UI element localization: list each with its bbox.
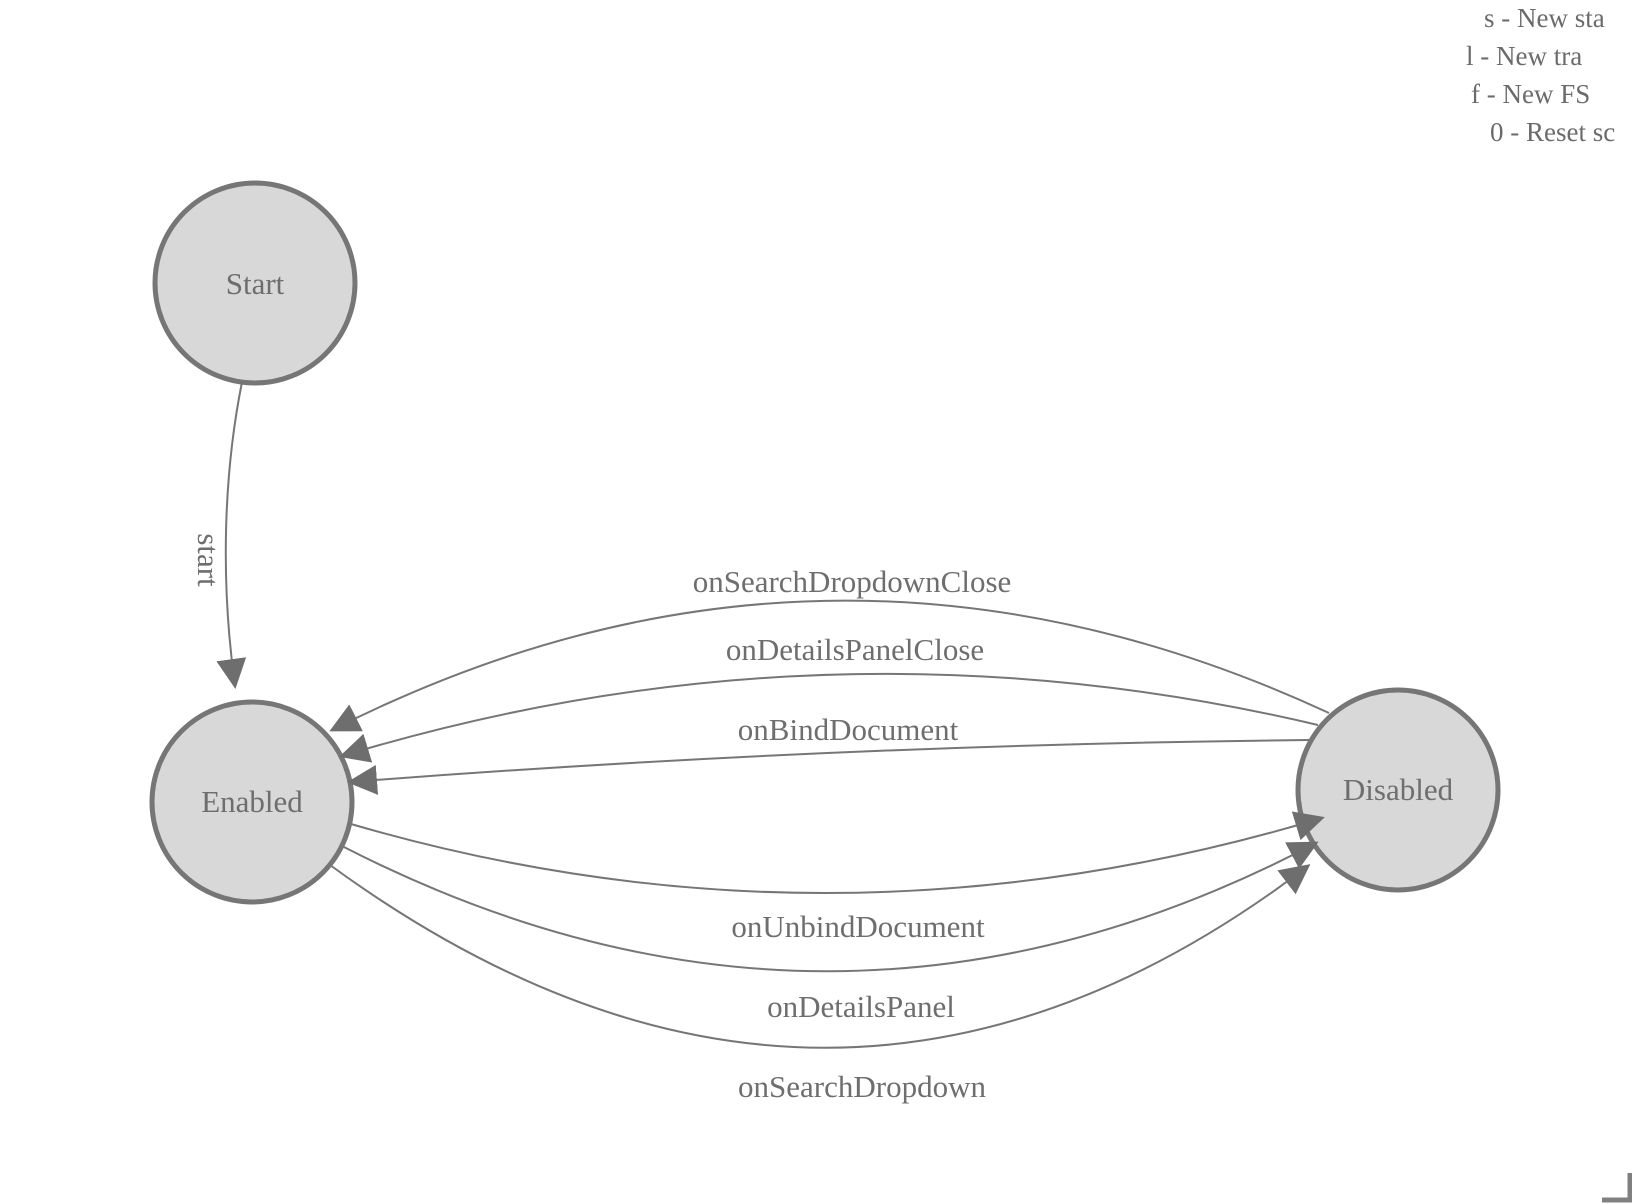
state-circle-disabled[interactable]	[1295, 687, 1501, 893]
state-circle-enabled[interactable]	[149, 699, 355, 905]
frame-corner	[1602, 1173, 1632, 1203]
shortcuts-panel: s - New sta l - New tra f - New FS 0 - R…	[1466, 3, 1615, 147]
transition-path-start[interactable]	[216, 381, 247, 689]
state-node-start[interactable]: Start	[152, 180, 358, 386]
transition-label-onbinddocument: onBindDocument	[738, 712, 959, 747]
transition-label-ondetailspanel: onDetailsPanel	[767, 989, 955, 1024]
state-node-disabled[interactable]: Disabled	[1295, 687, 1501, 893]
transition-label-ondetailspanelclose: onDetailsPanelClose	[726, 632, 984, 667]
transition-label-onunbinddocument: onUnbindDocument	[731, 909, 985, 944]
shortcut-new-state: s - New sta	[1484, 3, 1605, 33]
shortcut-reset: 0 - Reset sc	[1490, 117, 1615, 147]
transition-label-onsearchdropdownclose: onSearchDropdownClose	[693, 564, 1012, 599]
transition-onunbinddocument: onUnbindDocument	[350, 811, 1325, 944]
transition-path-ondetailspanel[interactable]	[341, 841, 1319, 973]
transition-path-onsearchdropdown[interactable]	[329, 864, 1311, 1049]
state-node-enabled[interactable]: Enabled	[149, 699, 355, 905]
transition-path-ondetailspanelclose[interactable]	[339, 672, 1319, 763]
transition-path-onbinddocument[interactable]	[347, 739, 1310, 795]
shortcut-new-transition: l - New tra	[1466, 41, 1582, 71]
state-label-start: Start	[226, 266, 285, 301]
transition-onsearchdropdownclose: onSearchDropdownClose	[329, 564, 1330, 732]
transition-label-onsearchdropdown: onSearchDropdown	[738, 1069, 986, 1104]
state-label-enabled: Enabled	[201, 784, 303, 819]
transition-onbinddocument: onBindDocument	[347, 712, 1310, 795]
transition-path-onsearchdropdownclose[interactable]	[329, 599, 1330, 732]
transition-path-onunbinddocument[interactable]	[350, 811, 1325, 894]
transition-start-to-enabled: start	[191, 381, 247, 689]
transition-ondetailspanel: onDetailsPanel	[341, 841, 1319, 1024]
state-label-disabled: Disabled	[1343, 772, 1454, 807]
transition-onsearchdropdown: onSearchDropdown	[329, 864, 1311, 1104]
state-circle-start[interactable]	[152, 180, 358, 386]
shortcut-new-fsm: f - New FS	[1471, 79, 1590, 109]
transition-label-start: start	[191, 533, 226, 587]
transition-ondetailspanelclose: onDetailsPanelClose	[339, 632, 1319, 763]
